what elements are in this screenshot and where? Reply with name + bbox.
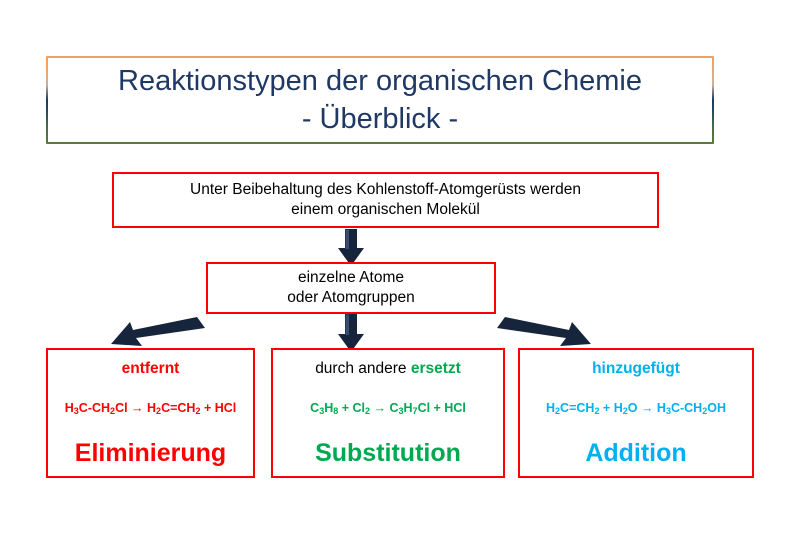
outcome-heading-substitution: durch andere ersetzt [315, 360, 461, 378]
outcome-heading-addition: hinzugefügt [592, 360, 680, 378]
outcome-heading-accent: ersetzt [410, 360, 461, 377]
atoms-text: einzelne Atome oder Atomgruppen [287, 269, 415, 306]
outcome-heading-accent: entfernt [121, 360, 180, 377]
arrow-atoms-to-substitution [338, 314, 364, 352]
outcome-equation-elimination: H3C-CH2Cl → H2C=CH2 + HCl [64, 401, 237, 416]
outcome-name-addition: Addition [585, 439, 687, 467]
outcome-box-elimination: entfernt H3C-CH2Cl → H2C=CH2 + HCl Elimi… [46, 348, 255, 478]
outcome-box-addition: hinzugefügt H2C=CH2 + H2O → H3C-CH2OH Ad… [518, 348, 754, 478]
arrow-atoms-to-elimination [111, 317, 205, 346]
page-title: Reaktionstypen der organischen Chemie - … [118, 64, 642, 135]
outcome-box-substitution: durch andere ersetzt C3H8 + Cl2 → C3H7Cl… [271, 348, 505, 478]
premise-text: Unter Beibehaltung des Kohlenstoff-Atomg… [190, 181, 581, 218]
arrow-premise-to-atoms [338, 229, 364, 266]
outcome-equation-addition: H2C=CH2 + H2O → H3C-CH2OH [546, 401, 726, 416]
outcome-heading-elimination: entfernt [122, 360, 180, 378]
outcome-name-substitution: Substitution [315, 439, 461, 467]
outcome-equation-substitution: C3H8 + Cl2 → C3H7Cl + HCl [310, 401, 466, 416]
atoms-box: einzelne Atome oder Atomgruppen [206, 262, 496, 314]
slide-title-card: Reaktionstypen der organischen Chemie - … [46, 56, 714, 144]
outcome-heading-plain: durch andere [315, 360, 411, 377]
outcome-heading-accent: hinzugefügt [592, 360, 680, 377]
arrow-atoms-to-addition [497, 317, 591, 346]
premise-box: Unter Beibehaltung des Kohlenstoff-Atomg… [112, 172, 659, 228]
outcome-name-elimination: Eliminierung [74, 439, 227, 467]
